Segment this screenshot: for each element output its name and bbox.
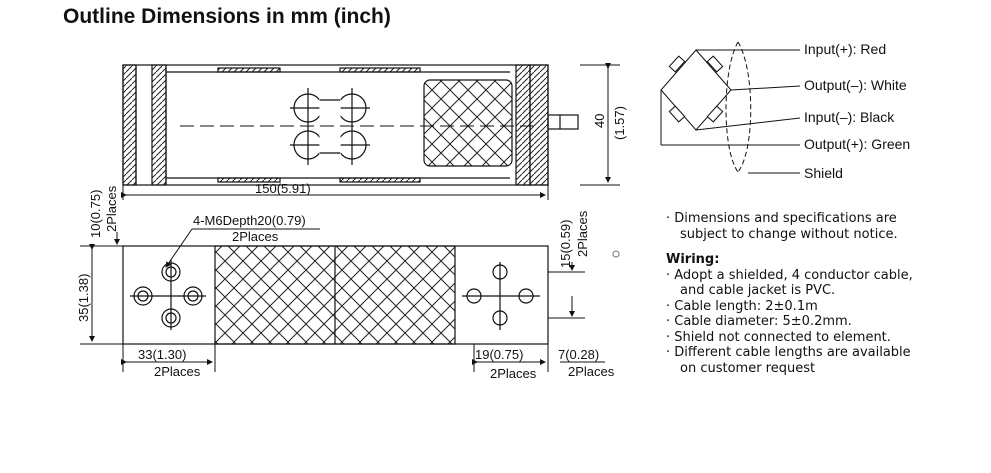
right-wall-hatch (515, 64, 531, 186)
wiring-bridge-diagram (660, 41, 801, 174)
wiring-note: · Cable length: 2±0.1m (666, 298, 818, 314)
wiring-note: and cable jacket is PVC. (680, 283, 836, 298)
front-view-dimensions (80, 228, 605, 372)
dim-right-bottom-a: 19(0.75) (475, 347, 523, 362)
thread-spec: 4-M6Depth20(0.79) (193, 213, 306, 228)
page-title: Outline Dimensions in mm (inch) (63, 5, 391, 28)
thread-places: 2Places (232, 229, 279, 244)
top-view-dimensions (121, 63, 620, 200)
left-slot-hatch (151, 64, 167, 186)
dim-height-top-mm: 40 (592, 114, 607, 128)
notes-panel: · Dimensions and specifications are subj… (666, 211, 966, 376)
wiring-note: · Shield not connected to element. (666, 329, 891, 345)
cable-outlet (547, 114, 579, 130)
lead-input-negative: Input(–): Black (804, 109, 895, 125)
dim-length: 150(5.91) (255, 181, 311, 196)
dim-right-bottom-b: 7(0.28) (558, 347, 599, 362)
left-wall-hatch (122, 64, 137, 186)
lead-output-negative: Output(–): White (804, 77, 907, 93)
dim-right-bottom-a-places: 2Places (490, 366, 537, 381)
dim-left-bottom: 33(1.30) (138, 347, 186, 362)
dim-right-bottom-b-places: 2Places (568, 364, 615, 379)
lead-shield: Shield (804, 165, 843, 181)
wiring-note: · Different cable lengths are available (666, 345, 911, 360)
wiring-note: on customer request (680, 360, 816, 376)
dim-right-small: 15(0.59) (558, 220, 573, 268)
dim-height-top-in: (1.57) (612, 106, 627, 140)
disclaimer-line: · Dimensions and specifications are (666, 211, 897, 226)
wiring-heading: Wiring: (666, 252, 720, 267)
top-view (122, 64, 579, 186)
wiring-note: · Adopt a shielded, 4 conductor cable, (666, 267, 913, 283)
strain-gauge-area (423, 79, 513, 167)
dim-height-front: 35(1.38) (76, 274, 91, 322)
wiring-note: · Cable diameter: 5±0.2mm. (666, 314, 852, 329)
lead-output-positive: Output(+): Green (804, 136, 910, 152)
lead-input-positive: Input(+): Red (804, 41, 886, 57)
dim-left-bottom-places: 2Places (154, 364, 201, 379)
dim-left-small-places: 2Places (104, 185, 119, 232)
dim-left-small: 10(0.75) (88, 190, 103, 238)
dim-right-small-places: 2Places (575, 210, 590, 257)
disclaimer-line: subject to change without notice. (680, 226, 898, 242)
front-view (122, 245, 549, 345)
